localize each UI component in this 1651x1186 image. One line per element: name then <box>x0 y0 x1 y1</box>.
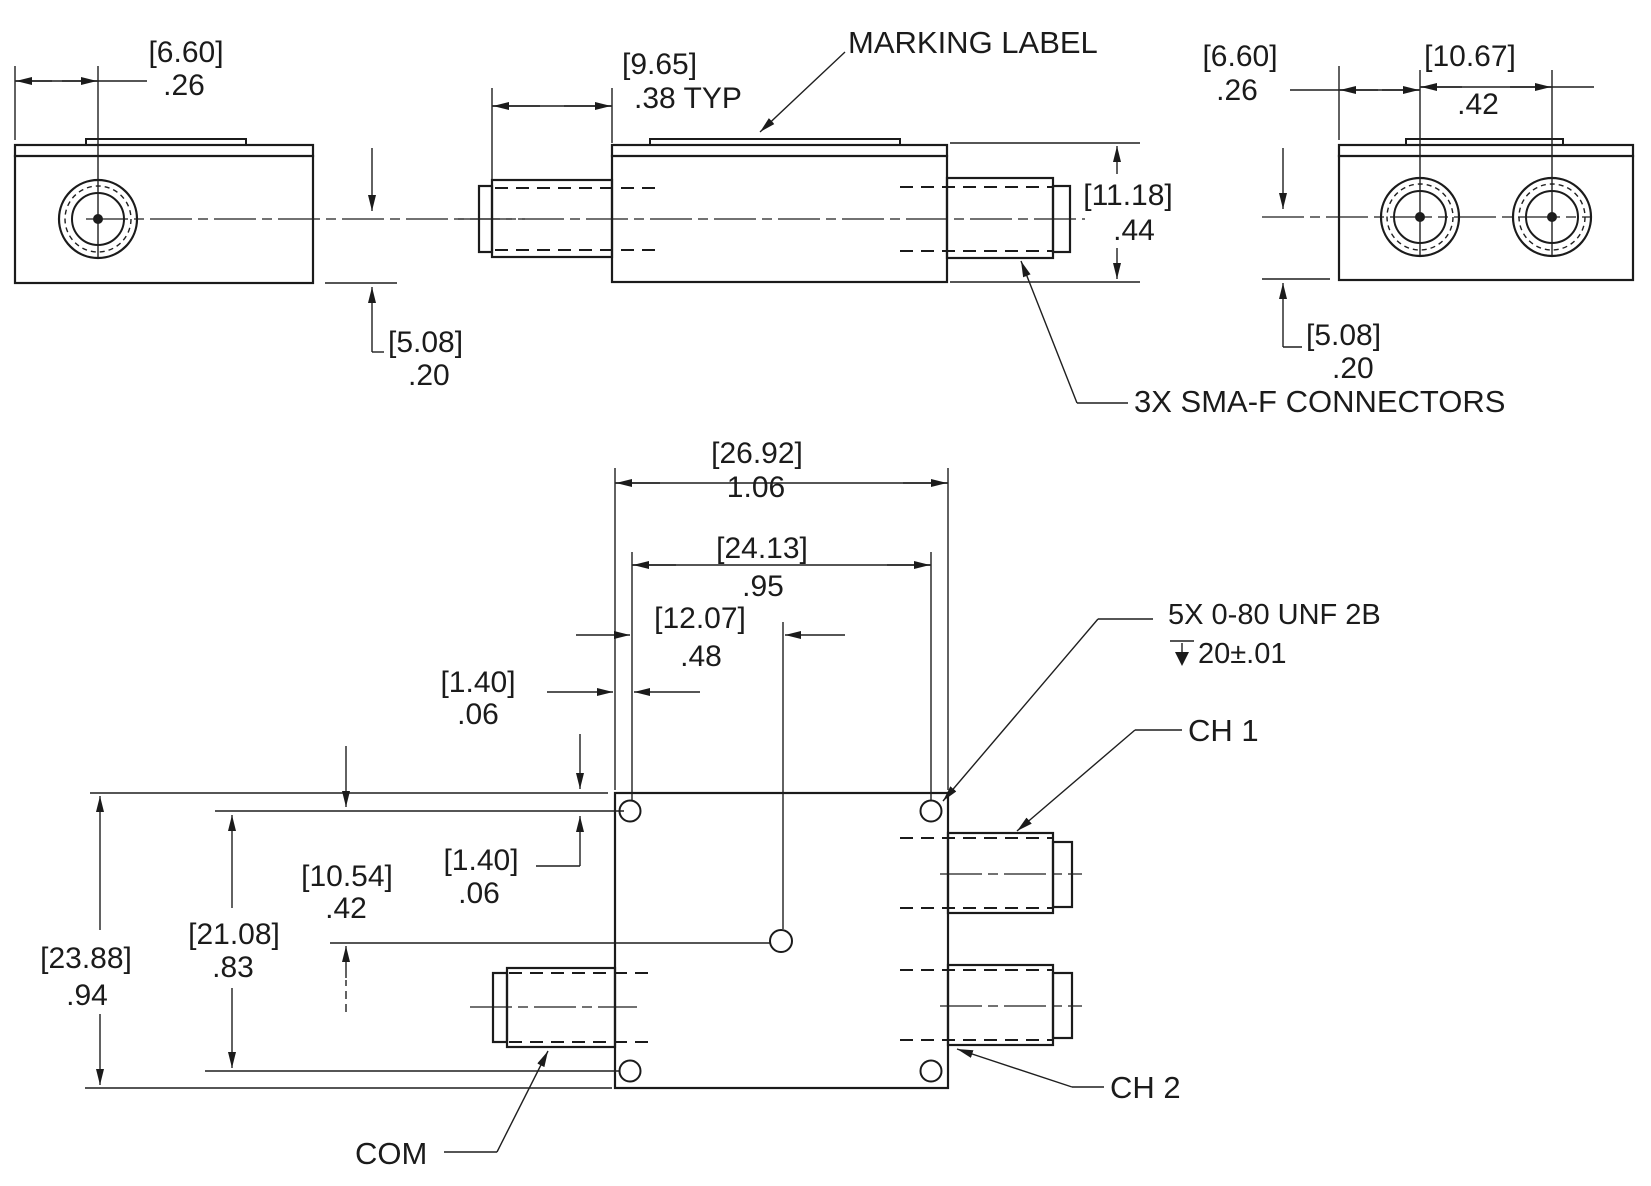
ch-connector-stub <box>900 176 1072 260</box>
body-outline <box>610 143 949 284</box>
dim-body-height-in: .44 <box>1113 214 1155 247</box>
dim-mid-offset-mm: [10.54] <box>301 860 393 893</box>
dim-edge-offset-top-in: .06 <box>457 698 499 731</box>
dim-overall-width-in: 1.06 <box>727 471 785 504</box>
dim-protrusion-mm: [9.65] <box>622 48 697 81</box>
dim-hole-span-vertical: [21.08] .83 <box>188 815 280 1068</box>
dim-conn-spacing: [10.67] .42 <box>1420 40 1594 121</box>
thread-hidden-lines <box>509 972 655 1043</box>
marking-label-callout: MARKING LABEL <box>759 25 1098 133</box>
dim-conn-offset-mm: [6.60] <box>148 36 223 69</box>
thread-depth-text: 20±.01 <box>1198 638 1287 670</box>
leader-arrow <box>942 618 1099 802</box>
dim-mid-offset: [10.54] .42 <box>301 746 393 1012</box>
side-view-right: [6.60] .26 [10.67] .42 [5.08] .20 <box>1202 40 1635 385</box>
thread-note-text: 5X 0-80 UNF 2B <box>1168 599 1381 631</box>
front-view: [9.65] .38 TYP MARKING LABEL [11.18] .44… <box>458 25 1505 419</box>
marking-label-text: MARKING LABEL <box>848 25 1098 60</box>
dim-center-hole-mm: [12.07] <box>654 602 746 635</box>
ch1-label: CH 1 <box>1188 713 1259 748</box>
dim-protrusion: [9.65] .38 TYP <box>491 48 742 180</box>
body-outline <box>1337 143 1635 282</box>
dim-conn-offset-in: .26 <box>163 69 205 102</box>
dim-conn-height: [5.08] .20 <box>1262 148 1381 385</box>
dim-overall-height: [23.88] .94 <box>40 796 132 1085</box>
dim-overall-height-mm: [23.88] <box>40 942 132 975</box>
dim-edge-offset-top-mm: [1.40] <box>440 666 515 699</box>
hole-bottom-right <box>919 1059 943 1083</box>
bottom-view: [26.92] 1.06 [24.13] .95 [12.07] .48 [1.… <box>40 437 1381 1171</box>
mounting-holes <box>618 799 943 1083</box>
dim-hole-span: [24.13] .95 <box>632 532 931 603</box>
centerlines-vertical <box>1419 70 1553 255</box>
dim-body-height: [11.18] .44 <box>950 142 1173 283</box>
ch1-connector <box>900 831 1082 915</box>
dim-overall-height-in: .94 <box>66 979 108 1012</box>
dim-conn-height-mm: [5.08] <box>388 326 463 359</box>
com-callout: COM <box>355 1050 549 1171</box>
dim-protrusion-in: .38 TYP <box>634 82 742 115</box>
ch2-callout: CH 2 <box>956 1048 1181 1105</box>
dim-overall-width-mm: [26.92] <box>711 437 803 470</box>
dim-conn-offset-in: .26 <box>1216 74 1258 107</box>
dim-conn-height-in: .20 <box>408 359 450 392</box>
dim-hole-span-v-mm: [21.08] <box>188 918 280 951</box>
dim-edge-offset-top: [1.40] .06 <box>440 666 700 731</box>
side-view-left: [6.60] .26 [5.08] .20 <box>13 36 525 392</box>
ch1-callout: CH 1 <box>1016 713 1259 832</box>
dim-overall-width: [26.92] 1.06 <box>615 437 948 504</box>
connectors-note-text: 3X SMA-F CONNECTORS <box>1134 384 1505 419</box>
com-label: COM <box>355 1136 427 1171</box>
dim-conn-offset: [6.60] .26 <box>1202 40 1420 140</box>
dim-hole-span-in: .95 <box>742 570 784 603</box>
depth-symbol-icon <box>1170 640 1194 666</box>
hole-top-right <box>919 799 943 823</box>
dim-conn-spacing-mm: [10.67] <box>1424 40 1516 73</box>
thread-hidden-lines <box>900 837 1053 909</box>
dim-mid-offset-in: .42 <box>325 892 367 925</box>
thread-hidden-lines <box>495 187 660 251</box>
dim-edge-offset-side-mm: [1.40] <box>443 844 518 877</box>
connectors-callout: 3X SMA-F CONNECTORS <box>1020 260 1505 419</box>
extension-lines <box>85 468 949 1089</box>
dim-center-hole: [12.07] .48 <box>576 602 845 673</box>
label-strip <box>649 138 901 146</box>
label-strip <box>1405 138 1564 146</box>
ch2-connector <box>900 963 1082 1047</box>
ch2-label: CH 2 <box>1110 1070 1181 1105</box>
leader-arrow <box>1016 729 1136 832</box>
leader-arrow <box>1020 260 1078 404</box>
thread-note-callout: 5X 0-80 UNF 2B 20±.01 <box>942 599 1381 802</box>
dim-center-hole-in: .48 <box>680 640 722 673</box>
leader-arrow <box>956 1048 1073 1088</box>
dim-hole-span-mm: [24.13] <box>716 532 808 565</box>
dim-edge-offset-side: [1.40] .06 <box>443 734 584 910</box>
leader-arrow <box>496 1050 549 1153</box>
leader-arrow <box>759 51 846 133</box>
dim-body-height-mm: [11.18] <box>1083 179 1173 212</box>
hole-center <box>769 929 793 953</box>
dim-conn-height: [5.08] .20 <box>325 148 463 392</box>
dim-conn-spacing-in: .42 <box>1457 88 1499 121</box>
dim-edge-offset-side-in: .06 <box>458 877 500 910</box>
label-strip <box>85 138 247 146</box>
hole-bottom-left <box>618 1059 642 1083</box>
dim-conn-offset-mm: [6.60] <box>1202 40 1277 73</box>
thread-hidden-lines <box>900 969 1053 1041</box>
com-connector <box>470 966 655 1049</box>
dim-conn-offset: [6.60] .26 <box>14 36 224 140</box>
dim-conn-height-mm: [5.08] <box>1306 319 1381 352</box>
dim-hole-span-v-in: .83 <box>212 951 254 984</box>
thread-hidden-lines <box>900 186 1053 252</box>
dim-conn-height-in: .20 <box>1332 352 1374 385</box>
plate-outline <box>613 791 950 1090</box>
